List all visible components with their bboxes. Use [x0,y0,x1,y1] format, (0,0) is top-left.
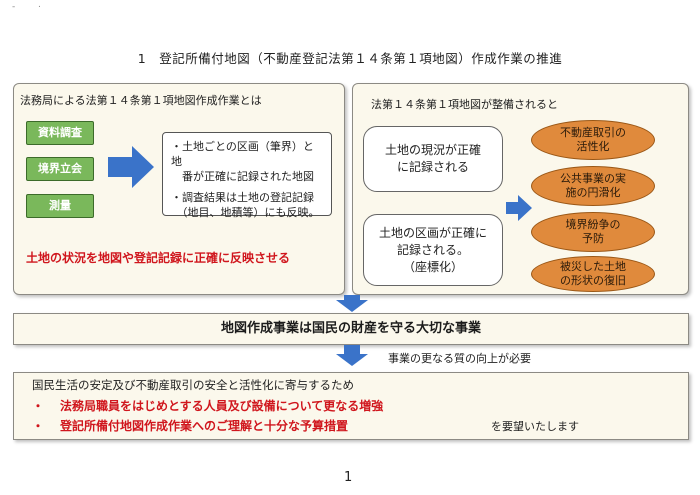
middle-bar: 地図作成事業は国民の財産を守る大切な事業 [13,313,689,345]
arrow-down-icon-2 [344,345,360,355]
arrow-down-head [336,300,368,312]
benefit-real-estate: 不動産取引の 活性化 [531,120,655,160]
closing-text: を要望いたします [491,420,579,433]
step-boundary-witness: 境界立会 [26,157,94,181]
middle-bar-text: 地図作成事業は国民の財産を守る大切な事業 [220,321,481,336]
right-panel-heading: 法第１４条第１項地図が整備されると [371,98,558,111]
benefit-2-line-2: 施の円滑化 [565,186,621,199]
request-staffing: 法務局職員をはじめとする人員及び設備について更なる増強 [60,399,384,413]
bottom-panel: 国民生活の安定及び不動産取引の安全と活性化に寄与するため ・ 法務局職員をはじめ… [13,372,689,440]
bullet-mark-1: ・ [32,399,45,413]
benefit-public-works: 公共事業の実 施の円滑化 [531,166,655,206]
arrow-right-icon [506,195,532,221]
arrow-down-icon [344,295,360,301]
results-box: ・土地ごとの区画（筆界）と地 番が正確に記録された地図 ・調査結果は土地の登記記… [162,132,332,219]
scan-mark: - [12,2,16,12]
bottom-lead: 国民生活の安定及び不動産取引の安全と活性化に寄与するため [32,378,354,392]
step-survey: 測量 [26,194,94,218]
result-line-2: 番が正確に記録された地図 [171,170,314,183]
benefit-dispute-prevention: 境界紛争の 予防 [531,212,655,252]
result-line-1: ・土地ごとの区画（筆界）と地 [171,140,314,168]
fact-2-line-1: 土地の区画が正確に [378,225,487,240]
fact-2-line-3: （座標化） [402,259,463,274]
result-line-3: ・調査結果は土地の登記記録 [171,191,314,204]
fact-1-line-1: 土地の現況が正確 [384,143,481,157]
fact-parcel-coordinates: 土地の区画が正確に 記録される。 （座標化） [363,214,503,286]
page-title: 1 登記所備付地図（不動産登記法第１４条第１項地図）作成作業の推進 [137,51,563,66]
left-panel: 法務局による法第１４条第１項地図作成作業とは 資料調査 境界立会 測量 ・土地ご… [13,83,345,295]
quality-note: 事業の更なる質の向上が必要 [388,352,531,365]
benefit-4-line-2: の形状の復旧 [560,274,626,287]
fact-current-status: 土地の現況が正確 に記録される [363,126,503,192]
page-number: 1 [344,470,353,485]
request-budget: 登記所備付地図作成作業へのご理解と十分な予算措置 [60,419,349,433]
bullet-mark-2: ・ [32,419,45,433]
scan-dot: . [38,0,41,10]
arrow-down-head-2 [336,354,368,366]
fact-1-line-2: に記録される [396,160,469,174]
benefit-disaster-recovery: 被災した土地 の形状の復旧 [531,256,655,292]
benefit-3-line-2: 予防 [582,232,604,245]
benefit-2-line-1: 公共事業の実 [560,172,626,185]
result-line-4: （地目、地積等）にも反映。 [171,206,320,219]
right-panel: 法第１４条第１項地図が整備されると 土地の現況が正確 に記録される 土地の区画が… [352,83,689,295]
benefit-1-line-2: 活性化 [576,140,610,153]
fact-2-line-2: 記録される。 [396,242,469,257]
step-document-research: 資料調査 [26,121,94,145]
benefit-1-line-1: 不動産取引の [560,126,626,139]
arrow-right-icon [108,146,154,188]
benefit-4-line-1: 被災した土地 [560,260,626,273]
left-panel-summary: 土地の状況を地図や登記記録に正確に反映させる [26,251,291,265]
benefit-3-line-1: 境界紛争の [565,218,621,231]
left-panel-heading: 法務局による法第１４条第１項地図作成作業とは [20,94,262,107]
